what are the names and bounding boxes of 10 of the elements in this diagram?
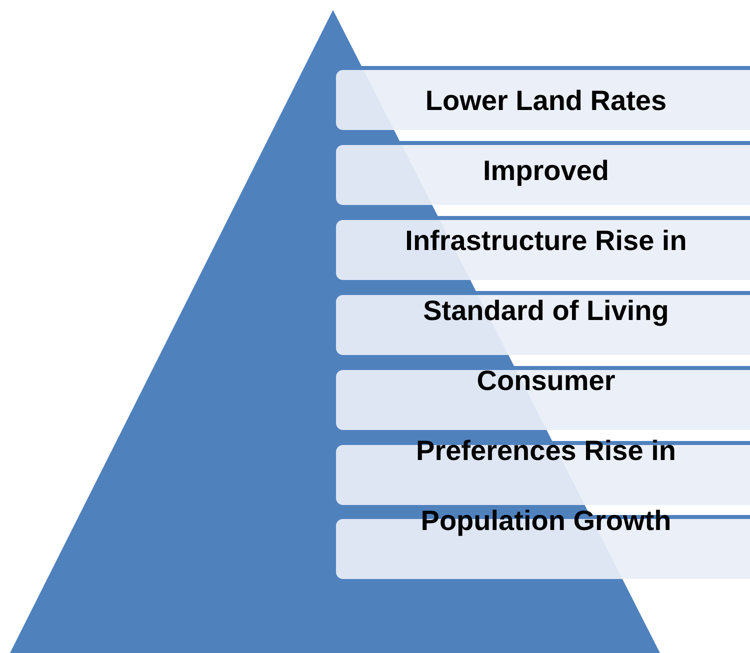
pyramid-level-box — [336, 145, 750, 205]
pyramid-level-box — [336, 70, 750, 130]
level-label: Lower Land Rates — [424, 85, 668, 117]
pyramid-level-box — [336, 370, 750, 430]
level-label: Infrastructure Rise in — [404, 225, 688, 257]
level-label: Improved — [482, 155, 610, 187]
pyramid-level-box — [336, 295, 750, 355]
level-label: Standard of Living — [422, 295, 670, 327]
pyramid-level-box — [336, 220, 750, 280]
level-label: Consumer — [476, 365, 616, 397]
